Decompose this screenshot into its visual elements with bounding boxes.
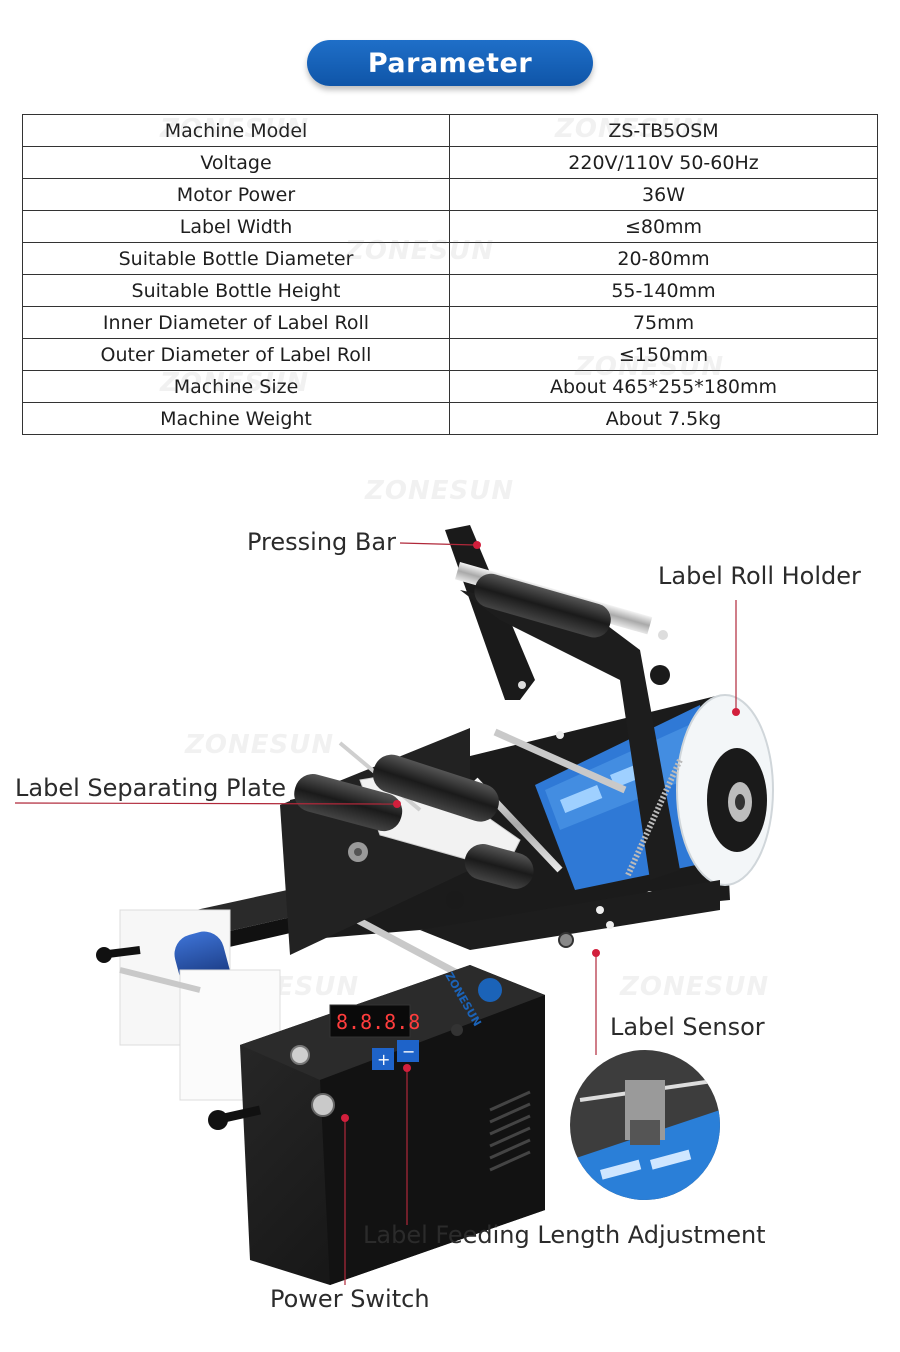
labeling-machine-illustration: ZONESUN 8.8.8.8 + − (14, 525, 774, 1285)
param-key: Motor Power (22, 178, 450, 211)
callout-label-feeding-length-adjustment: Label Feeding Length Adjustment (363, 1221, 766, 1249)
param-value: 20-80mm (449, 242, 878, 275)
param-key: Suitable Bottle Height (22, 274, 450, 307)
reset-button (290, 1045, 310, 1065)
pointer-dot (732, 708, 740, 716)
digital-display (329, 1004, 411, 1038)
param-value: ZS-TB5OSM (449, 114, 878, 147)
param-key: Machine Size (22, 370, 450, 403)
callout-label-sensor: Label Sensor (610, 1013, 765, 1041)
watermark: ZONESUN (160, 368, 310, 398)
table-row: Outer Diameter of Label Roll≤150mm (22, 338, 878, 371)
param-value: 75mm (449, 306, 878, 339)
param-value: 220V/110V 50-60Hz (449, 146, 878, 179)
watermark: ZONESUN (185, 730, 335, 760)
watermark: ZONESUN (555, 114, 705, 144)
pointer-dot (341, 1114, 349, 1122)
pointer-dot (393, 800, 401, 808)
param-value: ≤80mm (449, 210, 878, 243)
minus-button (397, 1040, 419, 1062)
param-value: About 465*255*180mm (449, 370, 878, 403)
label-sensor (558, 932, 574, 948)
param-key: Suitable Bottle Diameter (22, 242, 450, 275)
pointer-dot (473, 541, 481, 549)
param-value: 55-140mm (449, 274, 878, 307)
param-value: 36W (449, 178, 878, 211)
callout-label-roll-holder: Label Roll Holder (658, 562, 861, 590)
param-value: About 7.5kg (449, 402, 878, 435)
param-key: Machine Weight (22, 402, 450, 435)
svg-text:+: + (377, 1050, 390, 1069)
watermark: ZONESUN (575, 352, 725, 382)
watermark: ZONESUN (620, 972, 770, 1002)
watermark: ZONESUN (365, 476, 515, 506)
watermark: ZONESUN (345, 236, 495, 266)
param-key: Machine Model (22, 114, 450, 147)
brand-logo-icon (478, 978, 502, 1002)
vent-louvers (489, 1090, 531, 1172)
callout-pointers (14, 542, 737, 1285)
svg-text:−: − (402, 1042, 415, 1061)
pointer-dot (592, 949, 600, 957)
page-title: Parameter (367, 47, 533, 79)
tension-spring (625, 758, 683, 877)
pointer-dot (403, 1064, 411, 1072)
watermark: ZONESUN (160, 114, 310, 144)
plus-button (372, 1048, 394, 1070)
parameter-title-badge: Parameter (307, 40, 593, 86)
param-key: Outer Diameter of Label Roll (22, 338, 450, 371)
power-switch (311, 1093, 335, 1117)
param-key: Inner Diameter of Label Roll (22, 306, 450, 339)
callout-pressing-bar: Pressing Bar (247, 528, 396, 556)
table-row: Label Width≤80mm (22, 210, 878, 243)
param-key: Voltage (22, 146, 450, 179)
callout-power-switch: Power Switch (270, 1285, 430, 1313)
param-value: ≤150mm (449, 338, 878, 371)
callout-label-separating-plate: Label Separating Plate (15, 774, 287, 802)
display-readout: 8.8.8.8 (336, 1010, 420, 1034)
